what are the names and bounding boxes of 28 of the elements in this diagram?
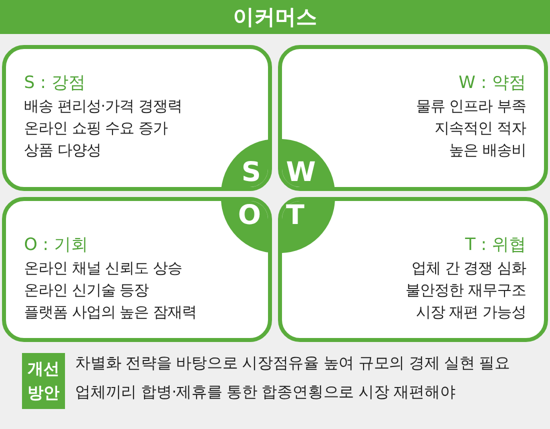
list-item: 상품 다양성 (24, 141, 101, 160)
list-item: 배송 편리성·가격 경쟁력 (24, 97, 182, 116)
quadrant-heading: T : 위협 (465, 234, 526, 256)
swot-quadrant-box (278, 197, 548, 342)
quadrant-heading: O : 기회 (24, 234, 88, 256)
swot-letter: T (286, 200, 304, 231)
label-tag: 개선 방안 (22, 353, 65, 409)
list-item: 온라인 채널 신뢰도 상승 (24, 259, 182, 278)
title-banner: 이커머스 (0, 0, 550, 34)
swot-letter: O (238, 200, 261, 231)
list-item: 불안정한 재무구조 (406, 281, 526, 300)
list-item: 플랫폼 사업의 높은 잠재력 (24, 303, 196, 322)
list-item: 업체 간 경쟁 심화 (412, 259, 526, 278)
quadrant-heading: W : 약점 (458, 72, 526, 94)
list-item: 온라인 신기술 등장 (24, 281, 149, 300)
swot-quadrant-box (2, 45, 272, 191)
list-item: 온라인 쇼핑 수요 증가 (24, 119, 168, 138)
quadrant-heading: S : 강점 (24, 72, 86, 94)
list-item: 물류 인프라 부족 (416, 97, 526, 116)
swot-letter: W (286, 157, 316, 188)
list-item: 지속적인 적자 (434, 119, 526, 138)
list-item: 시장 재편 가능성 (416, 303, 526, 322)
note-text: 업체끼리 합병·제휴를 통한 합종연횡으로 시장 재편해야 (75, 382, 456, 403)
swot-quadrant-box (278, 45, 548, 191)
list-item: 높은 배송비 (449, 141, 526, 160)
swot-quadrant-box (2, 197, 272, 342)
swot-letter: S (242, 157, 261, 188)
note-text: 차별화 전략을 바탕으로 시장점유율 높여 규모의 경제 실현 필요 (75, 353, 510, 374)
